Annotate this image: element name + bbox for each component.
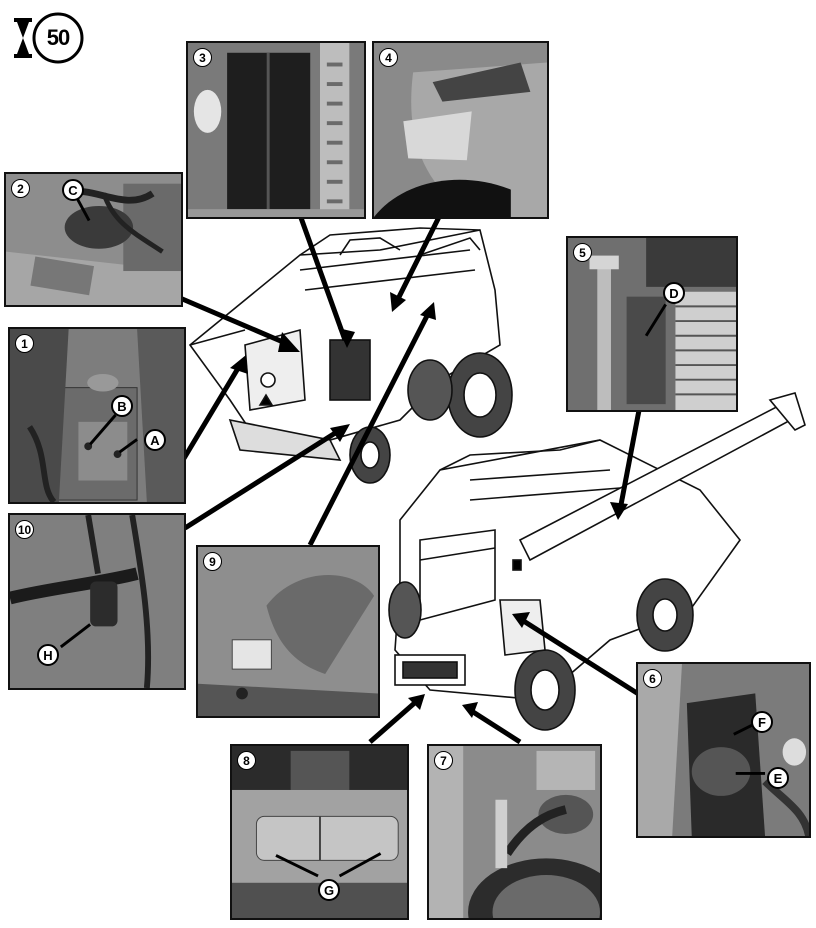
panel-number: 4 [379, 48, 398, 67]
callout-g: G [318, 879, 340, 901]
panel-number: 3 [193, 48, 212, 67]
panel-number: 6 [643, 669, 662, 688]
panel-number: 2 [11, 179, 30, 198]
panel-number: 10 [15, 520, 34, 539]
photo-panel-7: 7 [427, 744, 602, 920]
panel-number: 7 [434, 751, 453, 770]
panel-number: 8 [237, 751, 256, 770]
panel-number: 5 [573, 243, 592, 262]
panel-number: 1 [15, 334, 34, 353]
service-interval-hours: 50 [46, 25, 70, 50]
photo-panel-2: 2 C [4, 172, 183, 307]
photo-panel-9: 9 [196, 545, 380, 718]
photo-panel-3: 3 [186, 41, 366, 219]
callout-c: C [62, 179, 84, 201]
photo-panel-4: 4 [372, 41, 549, 219]
callout-a: A [144, 429, 166, 451]
hourglass-icon [14, 12, 84, 64]
photo-panel-1: 1 B A [8, 327, 186, 504]
photo-panel-8: 8 G [230, 744, 409, 920]
callout-h: H [37, 644, 59, 666]
photo-panel-5: 5 D [566, 236, 738, 412]
callout-f: F [751, 711, 773, 733]
service-interval-badge: 50 [8, 10, 84, 66]
photo-panel-6: 6 F E [636, 662, 811, 838]
callout-d: D [663, 282, 685, 304]
panel-number: 9 [203, 552, 222, 571]
photo-panel-10: 10 H [8, 513, 186, 690]
callout-b: B [111, 395, 133, 417]
callout-e: E [767, 767, 789, 789]
combine-rear-view [188, 227, 513, 484]
